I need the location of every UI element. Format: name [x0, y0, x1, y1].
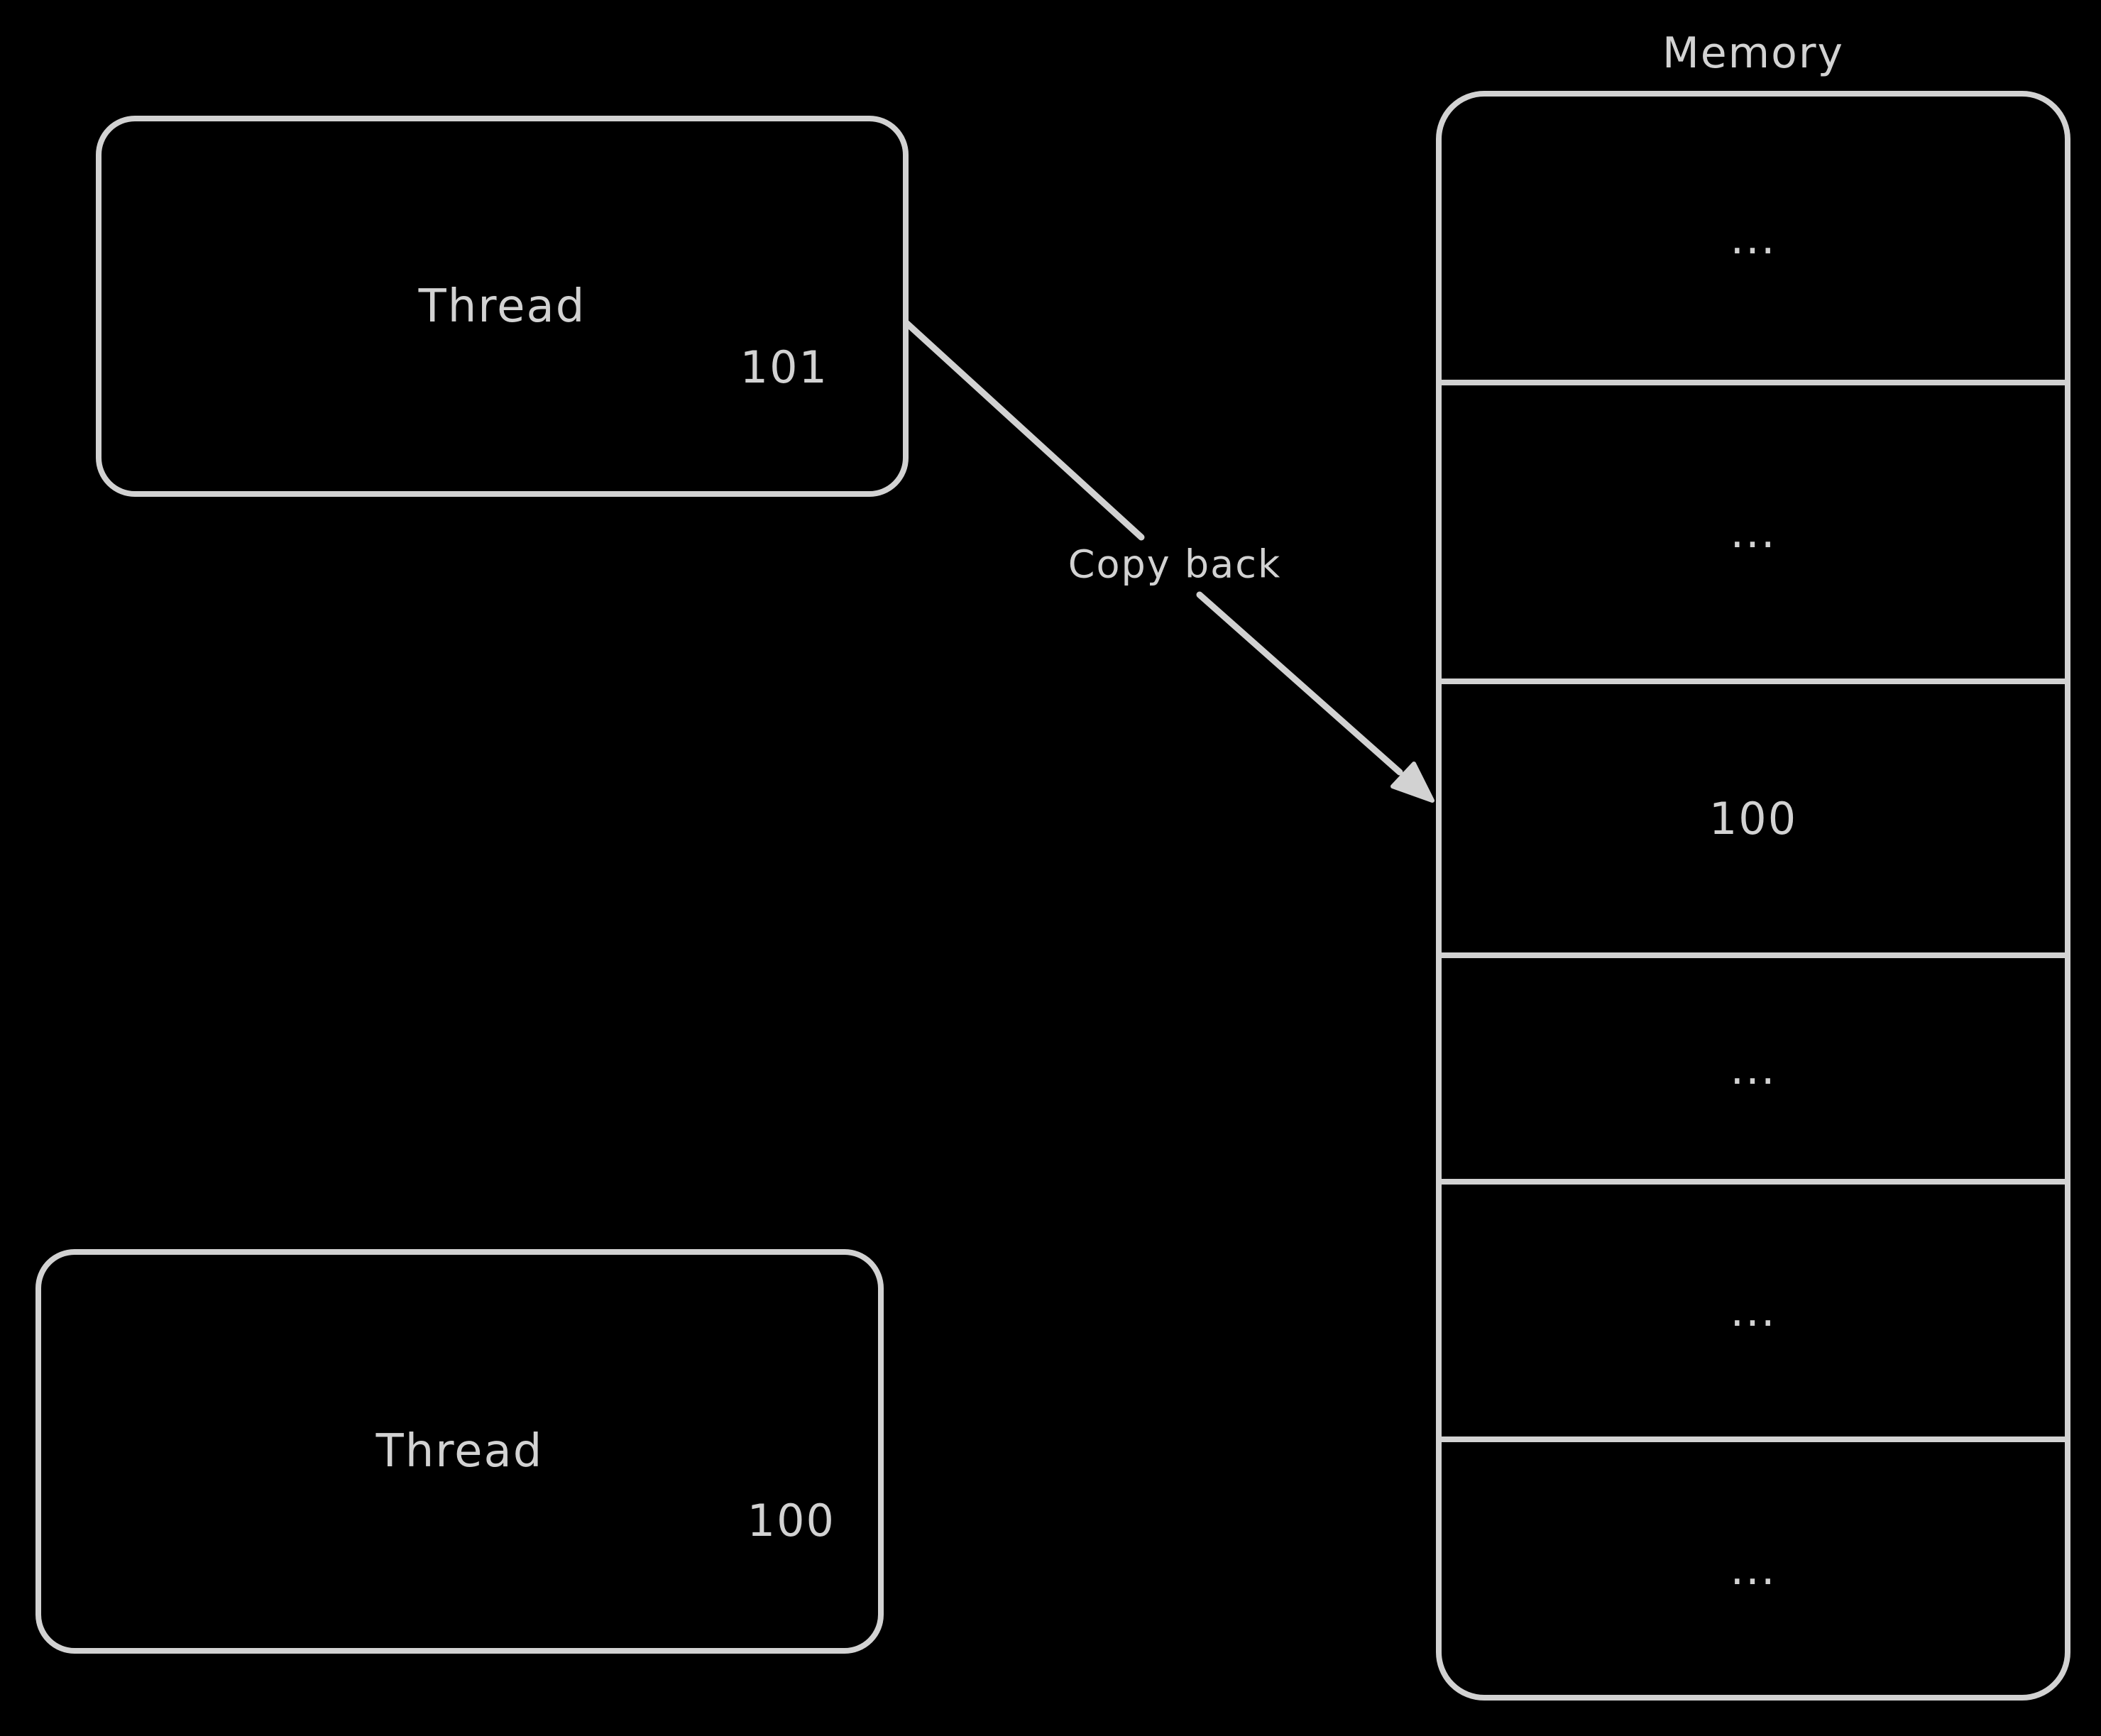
thread-box-1: Thread 101: [96, 116, 909, 497]
memory-cell-value: ...: [1730, 1542, 1777, 1595]
copy-back-label: Copy back: [1068, 542, 1282, 587]
memory-cell-value: 100: [1708, 792, 1798, 845]
arrow-segment-lower: [1196, 591, 1403, 776]
thread-1-label: Thread: [418, 280, 586, 333]
memory-cell-value: ...: [1730, 1285, 1777, 1336]
memory-box: ... ... 100 ... ... ...: [1436, 91, 2070, 1701]
memory-cell-value: ...: [1730, 1042, 1777, 1094]
memory-cell: ...: [1442, 952, 2065, 1179]
thread-1-value: 101: [740, 341, 828, 393]
thread-2-value: 100: [747, 1495, 835, 1547]
memory-cell: ...: [1442, 1436, 2065, 1695]
arrow-head: [1390, 762, 1435, 803]
memory-cell: ...: [1442, 379, 2065, 679]
memory-cell-value: ...: [1730, 211, 1777, 264]
thread-2-label: Thread: [375, 1425, 544, 1478]
memory-cell: ...: [1442, 1179, 2065, 1436]
memory-cell: ...: [1442, 97, 2065, 380]
memory-cell-value: ...: [1730, 506, 1777, 559]
memory-title: Memory: [1662, 28, 1844, 78]
thread-box-2: Thread 100: [35, 1249, 884, 1654]
arrow-segment-upper: [903, 319, 1145, 541]
memory-cell: 100: [1442, 679, 2065, 952]
